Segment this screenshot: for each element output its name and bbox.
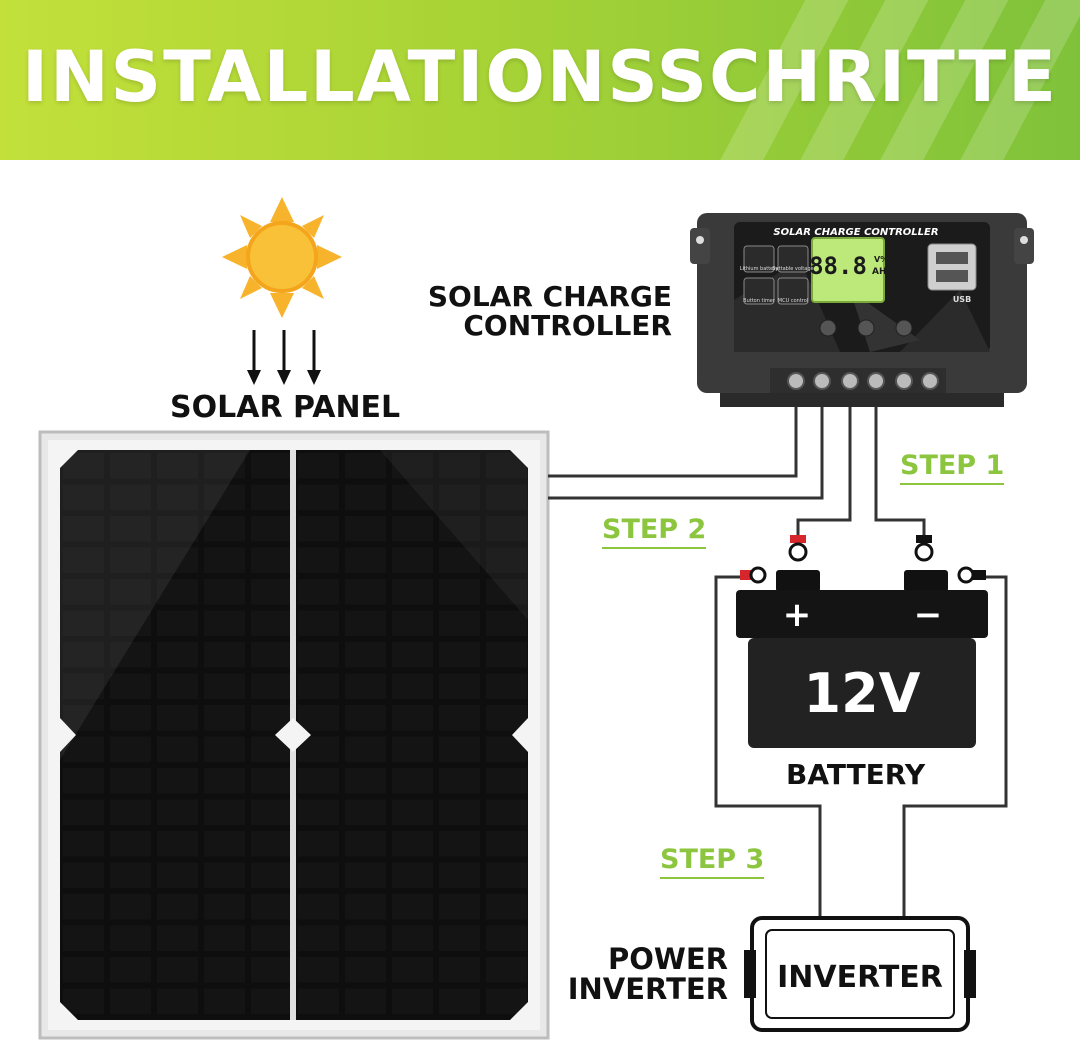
battery — [736, 570, 988, 748]
controller-btn-label: Button timer — [743, 298, 776, 304]
controller-unit-bottom: AH — [872, 267, 887, 277]
controller-label-line2: CONTROLLER — [463, 309, 672, 343]
controller-btn-label: Settable voltage — [772, 266, 813, 272]
step-3-label: STEP 3 — [660, 844, 765, 879]
battery-connectors — [740, 535, 986, 584]
controller-label: SOLAR CHARGE CONTROLLER — [420, 282, 672, 341]
battery-plus: + — [783, 595, 812, 635]
inverter-label-line2: INVERTER — [567, 972, 728, 1007]
usb-label: USB — [953, 295, 971, 304]
charge-controller — [690, 213, 1034, 407]
step-2-label: STEP 2 — [602, 514, 707, 549]
controller-unit-top: V% — [874, 255, 888, 264]
inverter-label-line1: POWER — [607, 942, 728, 976]
sun-icon — [222, 197, 342, 318]
solar-panel-label: SOLAR PANEL — [170, 390, 401, 425]
controller-display: 88.8 — [809, 252, 867, 280]
inverter-text: INVERTER — [777, 960, 943, 995]
inverter-box — [744, 916, 976, 1032]
down-arrow-icon — [247, 330, 321, 385]
controller-label-line1: SOLAR CHARGE — [427, 280, 672, 313]
solar-panel — [38, 430, 550, 1040]
battery-voltage: 12V — [804, 662, 921, 725]
step-1-label: STEP 1 — [900, 450, 1005, 485]
battery-minus: − — [914, 595, 943, 635]
inverter-label: POWER INVERTER — [560, 944, 728, 1005]
controller-btn-label: Lithium battery — [740, 266, 779, 272]
controller-btn-label: MCU control — [778, 298, 808, 304]
controller-header: SOLAR CHARGE CONTROLLER — [773, 227, 938, 238]
banner-title: INSTALLATIONSSCHRITTE — [22, 36, 1058, 118]
battery-label: BATTERY — [786, 758, 926, 791]
header-banner: INSTALLATIONSSCHRITTE — [0, 0, 1080, 160]
